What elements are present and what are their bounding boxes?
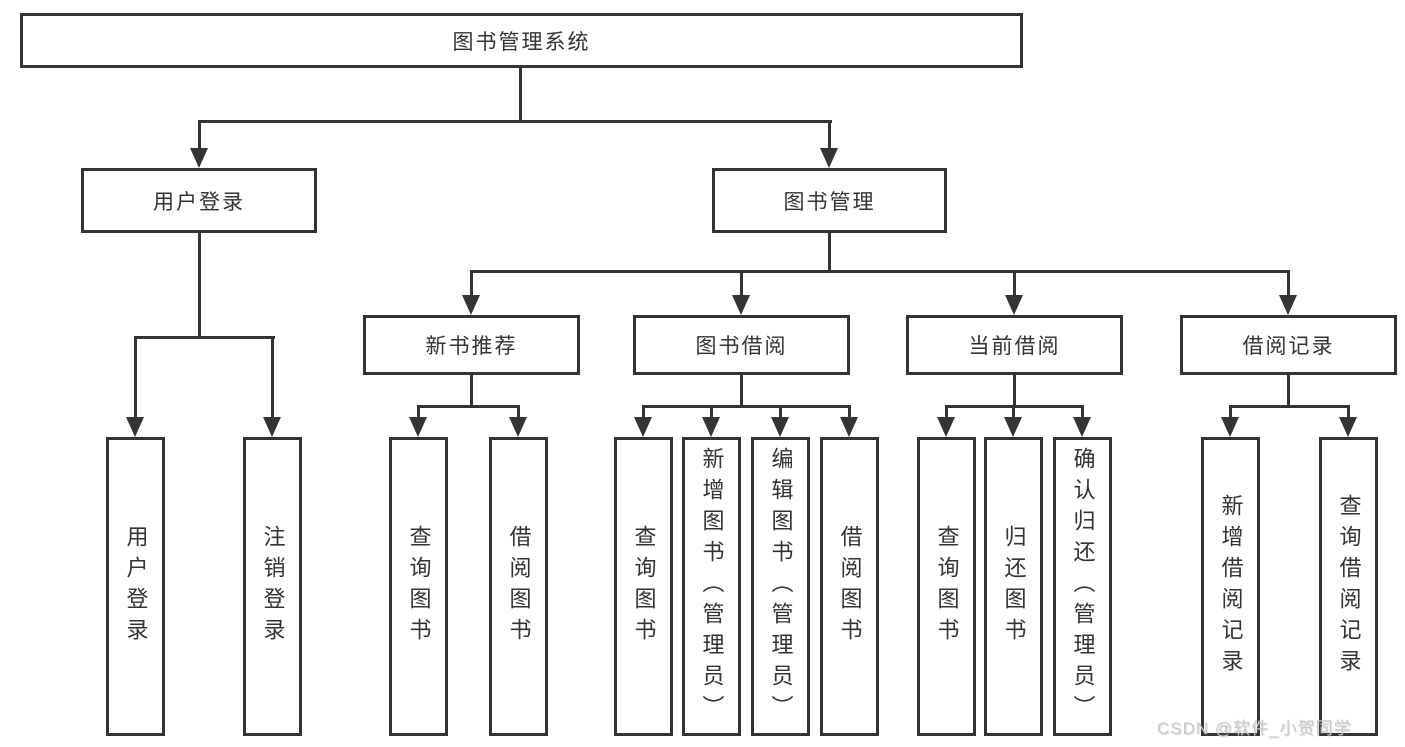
connector-line: [198, 120, 832, 123]
arrow-down-icon: [702, 417, 720, 437]
box-book-management-label: 图书管理: [783, 190, 876, 214]
box-user-login: 用户登录: [81, 168, 317, 233]
connector-line: [134, 336, 137, 417]
leaf-add-borrow-record: 新增借阅记录: [1201, 437, 1260, 736]
arrow-down-icon: [840, 417, 858, 437]
box-user-login-label: 用户登录: [153, 190, 245, 214]
arrow-down-icon: [1221, 417, 1239, 437]
connector-line: [848, 405, 851, 419]
arrow-down-icon: [509, 417, 527, 437]
root-label: 图书管理系统: [452, 30, 591, 54]
connector-line: [198, 233, 201, 337]
arrow-down-icon: [771, 417, 789, 437]
connector-line: [710, 405, 713, 419]
leaf-user-login: 用户登录: [106, 437, 165, 736]
box-borrowing-records-label: 借阅记录: [1242, 335, 1335, 358]
box-book-borrowing-label: 图书借阅: [695, 335, 788, 358]
box-borrowing-records: 借阅记录: [1180, 315, 1397, 375]
connector-line: [740, 270, 743, 297]
leaf-query-borrow-record: 查询借阅记录: [1319, 437, 1378, 736]
leaf-return-books-label: 归还图书: [1001, 524, 1027, 649]
arrow-down-icon: [462, 295, 480, 315]
arrow-down-icon: [1005, 295, 1023, 315]
leaf-query-borrow-record-label: 查询借阅记录: [1336, 493, 1362, 680]
leaf-edit-books-admin-label: 编辑图书（管理员）: [768, 447, 794, 726]
leaf-return-books: 归还图书: [984, 437, 1043, 736]
leaf-add-books-admin: 新增图书（管理员）: [682, 437, 741, 736]
connector-line: [740, 375, 743, 408]
connector-line: [470, 270, 1290, 273]
arrow-down-icon: [634, 417, 652, 437]
leaf-query-books-current: 查询图书: [917, 437, 976, 736]
connector-line: [779, 405, 782, 419]
leaf-user-login-label: 用户登录: [123, 524, 149, 649]
csdn-watermark: CSDN @软件_小贺同学: [1157, 719, 1352, 738]
connector-line: [945, 405, 948, 419]
box-new-book-recommend-label: 新书推荐: [425, 335, 518, 358]
arrow-down-icon: [263, 417, 281, 437]
leaf-query-books-borrow: 查询图书: [614, 437, 673, 736]
leaf-borrow-books-label: 借阅图书: [837, 524, 863, 649]
arrow-down-icon: [937, 417, 955, 437]
root-box-library-system: 图书管理系统: [20, 13, 1023, 68]
arrow-down-icon: [1073, 417, 1091, 437]
leaf-borrow-books: 借阅图书: [820, 437, 879, 736]
leaf-confirm-return-admin: 确认归还（管理员）: [1053, 437, 1112, 736]
connector-line: [470, 375, 473, 408]
connector-line: [519, 68, 522, 121]
arrow-down-icon: [409, 417, 427, 437]
box-current-borrowing-label: 当前借阅: [968, 335, 1061, 358]
box-book-borrowing: 图书借阅: [633, 315, 850, 375]
connector-line: [1013, 375, 1016, 408]
connector-line: [1287, 270, 1290, 297]
box-book-management: 图书管理: [712, 168, 947, 233]
leaf-confirm-return-admin-label: 确认归还（管理员）: [1070, 447, 1096, 726]
connector-line: [828, 233, 831, 273]
connector-line: [1081, 405, 1084, 419]
leaf-query-books-recommend: 查询图书: [389, 437, 448, 736]
arrow-down-icon: [126, 417, 144, 437]
connector-line: [134, 336, 275, 339]
leaf-logout: 注销登录: [243, 437, 302, 736]
connector-line: [1287, 375, 1290, 408]
connector-line: [642, 405, 645, 419]
leaf-query-books-current-label: 查询图书: [934, 524, 960, 649]
connector-line: [198, 120, 201, 150]
connector-line: [1347, 405, 1350, 419]
box-new-book-recommend: 新书推荐: [363, 315, 580, 375]
leaf-query-books-recommend-label: 查询图书: [406, 524, 432, 649]
leaf-edit-books-admin: 编辑图书（管理员）: [751, 437, 810, 736]
connector-line: [1229, 405, 1350, 408]
connector-line: [1229, 405, 1232, 419]
connector-line: [417, 405, 520, 408]
arrow-down-icon: [1004, 417, 1022, 437]
arrow-down-icon: [1279, 295, 1297, 315]
arrow-down-icon: [820, 148, 838, 168]
leaf-borrow-books-recommend-label: 借阅图书: [506, 524, 532, 649]
leaf-add-borrow-record-label: 新增借阅记录: [1218, 493, 1244, 680]
arrow-down-icon: [1339, 417, 1357, 437]
leaf-borrow-books-recommend: 借阅图书: [489, 437, 548, 736]
leaf-add-books-admin-label: 新增图书（管理员）: [699, 447, 725, 726]
connector-line: [828, 120, 831, 150]
leaf-logout-label: 注销登录: [260, 524, 286, 649]
connector-line: [1012, 405, 1015, 419]
connector-line: [517, 405, 520, 419]
leaf-query-books-borrow-label: 查询图书: [631, 524, 657, 649]
arrow-down-icon: [732, 295, 750, 315]
box-current-borrowing: 当前借阅: [906, 315, 1123, 375]
arrow-down-icon: [190, 148, 208, 168]
connector-line: [642, 405, 851, 408]
connector-line: [417, 405, 420, 419]
connector-line: [470, 270, 473, 297]
connector-line: [271, 336, 274, 417]
connector-line: [1013, 270, 1016, 297]
